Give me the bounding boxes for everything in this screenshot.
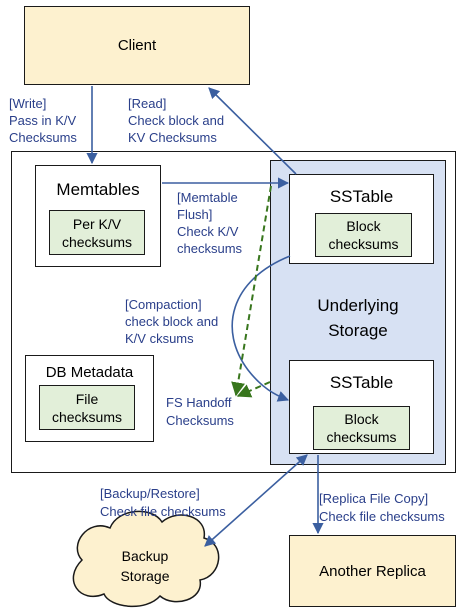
backup-restore-label: [Backup/Restore] Check file checksums — [100, 486, 226, 519]
file-checksums-box: File checksums — [39, 385, 135, 430]
underlying-storage-label: Underlying Storage — [317, 296, 399, 340]
client-node: Client — [24, 6, 250, 85]
block-checksums-top-box: Block checksums — [315, 213, 412, 257]
block-checksums-bottom-label: Block checksums — [326, 411, 397, 445]
fs-handoff-label: FS Handoff Checksums — [166, 395, 234, 428]
client-label: Client — [117, 37, 157, 54]
per-kv-checksums-box: Per K/V checksums — [49, 210, 145, 255]
per-kv-checksums-label: Per K/V checksums — [61, 215, 133, 250]
db-metadata-title: DB Metadata — [45, 364, 134, 381]
backup-storage-label: Backup Storage — [120, 548, 170, 584]
sstable-top-title: SSTable — [329, 187, 394, 206]
replica-copy-label: [Replica File Copy] Check file checksums — [319, 491, 445, 524]
another-replica-label: Another Replica — [319, 562, 426, 580]
memtables-node: Memtables Per K/V checksums — [35, 165, 161, 267]
memtable-flush-label: [Memtable Flush] Check K/V checksums — [177, 190, 243, 256]
memtables-title: Memtables — [56, 180, 140, 199]
sstable-top-node: SSTable Block checksums — [289, 174, 434, 264]
db-metadata-node: DB Metadata File checksums — [25, 355, 154, 442]
another-replica-node: Another Replica — [289, 535, 456, 607]
compaction-label: [Compaction] check block and K/V cksums — [125, 297, 219, 346]
write-label: [Write] Pass in K/V Checksums — [9, 96, 77, 145]
sstable-bottom-node: SSTable Block checksums — [289, 360, 434, 454]
sstable-bottom-title: SSTable — [329, 373, 394, 392]
block-checksums-top-label: Block checksums — [328, 218, 399, 252]
file-checksums-label: File checksums — [51, 390, 123, 425]
read-label: [Read] Check block and KV Checksums — [128, 96, 225, 145]
block-checksums-bottom-box: Block checksums — [313, 406, 410, 450]
